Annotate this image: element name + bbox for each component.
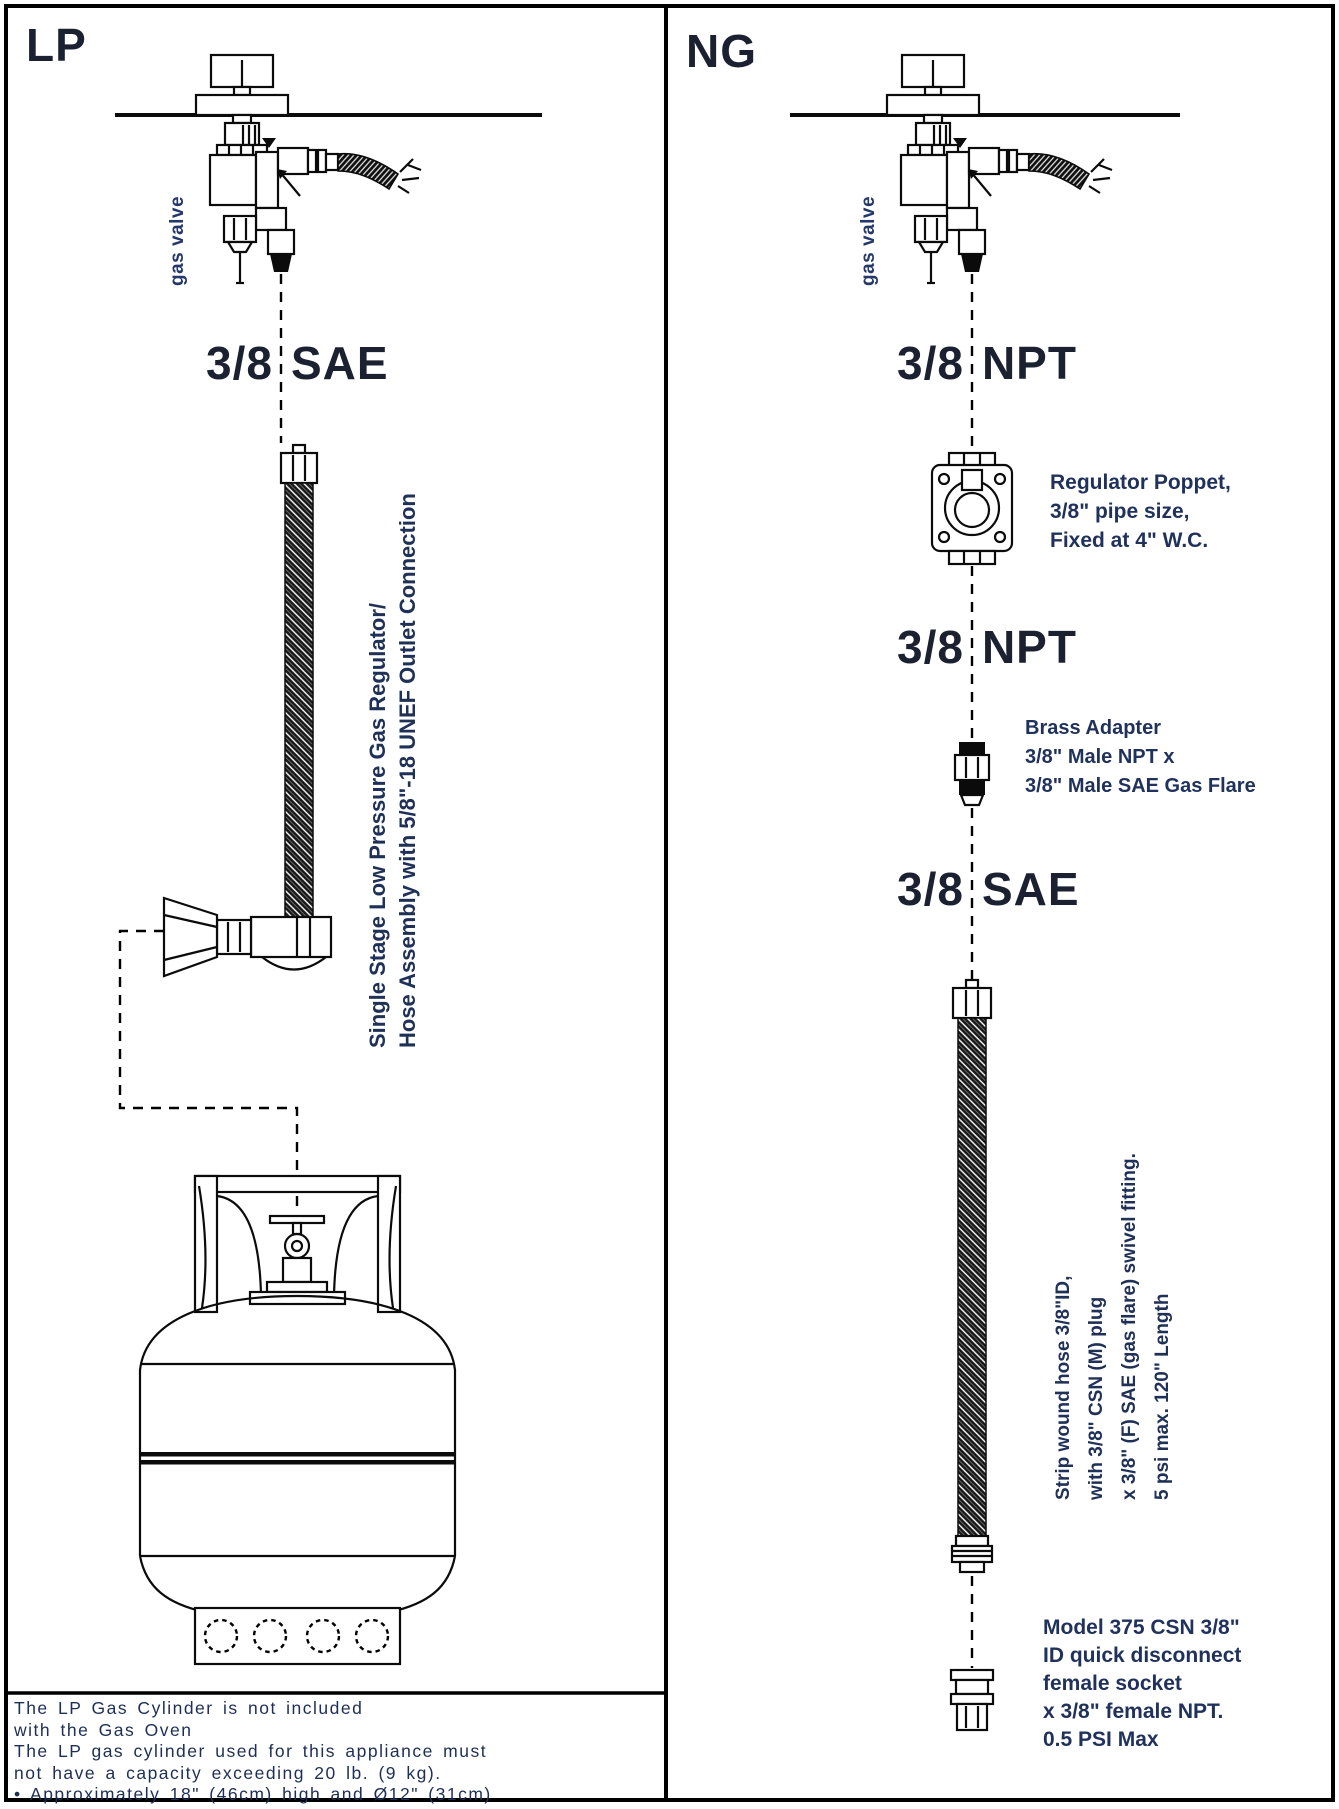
lp-hose-note-line1: Single Stage Low Pressure Gas Regulator/ bbox=[365, 602, 390, 1048]
lp-hose-note-line2: Hose Assembly with 5/8"-18 UNEF Outlet C… bbox=[395, 493, 420, 1048]
ng-npt1-fraction: 3/8 bbox=[897, 337, 964, 389]
ng-adapter-note-line1: Brass Adapter bbox=[1025, 717, 1161, 739]
ng-adapter-note-line2: 3/8" Male NPT x bbox=[1025, 746, 1175, 768]
ng-npt2-type: NPT bbox=[981, 621, 1077, 673]
ng-gas-valve-label: gas valve bbox=[858, 195, 879, 286]
ng-poppet-note-line2: 3/8" pipe size, bbox=[1050, 500, 1190, 523]
ng-regulator-poppet-drawing bbox=[930, 451, 1014, 566]
ng-brass-adapter-drawing bbox=[953, 742, 991, 807]
outer-border bbox=[4, 4, 1335, 1802]
lp-sae-fraction: 3/8 bbox=[206, 337, 273, 389]
ng-disconnect-note-line2: ID quick disconnect bbox=[1043, 1644, 1242, 1667]
ng-disconnect-note-line4: x 3/8" female NPT. bbox=[1043, 1700, 1224, 1723]
lp-sae-label: 3/8 SAE bbox=[206, 336, 389, 390]
ng-disconnect-note: Model 375 CSN 3/8" ID quick disconnect f… bbox=[1043, 1614, 1241, 1754]
ng-disconnect-note-line1: Model 375 CSN 3/8" bbox=[1043, 1616, 1240, 1639]
ng-sae-type: SAE bbox=[981, 863, 1080, 915]
ng-adapter-note-line3: 3/8" Male SAE Gas Flare bbox=[1025, 775, 1256, 797]
ng-npt-label-2: 3/8 NPT bbox=[897, 620, 1077, 674]
ng-poppet-note: Regulator Poppet, 3/8" pipe size, Fixed … bbox=[1050, 468, 1231, 555]
lp-cylinder-note-line5: • Approximately 18" (46cm) high and Ø12"… bbox=[14, 1784, 492, 1804]
lp-connector-dash-2 bbox=[118, 929, 299, 1214]
lp-regulator-drawing bbox=[162, 896, 333, 978]
ng-npt2-fraction: 3/8 bbox=[897, 621, 964, 673]
ng-gas-valve-drawing bbox=[885, 53, 1114, 285]
lp-sae-type: SAE bbox=[290, 337, 389, 389]
ng-hose-note-line2: with 3/8" CSN (M) plug bbox=[1086, 1296, 1107, 1500]
ng-sae-label: 3/8 SAE bbox=[897, 862, 1080, 916]
lp-hose-note: Single Stage Low Pressure Gas Regulator/… bbox=[363, 493, 423, 1048]
lp-gas-valve-label: gas valve bbox=[167, 195, 188, 286]
ng-poppet-note-line1: Regulator Poppet, bbox=[1050, 471, 1231, 494]
ng-npt-label-1: 3/8 NPT bbox=[897, 336, 1077, 390]
ng-hose-note-line4: 5 psi max. 120" Length bbox=[1152, 1293, 1173, 1500]
ng-quick-disconnect-drawing bbox=[949, 1668, 995, 1732]
lp-cylinder-note-line1: The LP Gas Cylinder is not included bbox=[14, 1698, 364, 1718]
lp-gas-valve-drawing bbox=[194, 53, 423, 285]
lp-cylinder-note-line4: not have a capacity exceeding 20 lb. (9 … bbox=[14, 1762, 442, 1783]
ng-hose-note-line1: Strip wound hose 3/8"ID, bbox=[1053, 1275, 1074, 1500]
ng-hose-note: Strip wound hose 3/8"ID, with 3/8" CSN (… bbox=[1047, 1153, 1179, 1500]
ng-disconnect-note-line5: 0.5 PSI Max bbox=[1043, 1728, 1159, 1751]
lp-cylinder-note-line2: with the Gas Oven bbox=[14, 1719, 193, 1740]
lp-cylinder-drawing bbox=[138, 1174, 457, 1666]
ng-hose-drawing bbox=[950, 978, 994, 1574]
ng-disconnect-note-line3: female socket bbox=[1043, 1672, 1182, 1695]
lp-hose-drawing bbox=[279, 443, 319, 918]
ng-adapter-note: Brass Adapter 3/8" Male NPT x 3/8" Male … bbox=[1025, 714, 1256, 801]
lp-cylinder-note: The LP Gas Cylinder is not included with… bbox=[14, 1698, 659, 1806]
ng-hose-note-line3: x 3/8" (F) SAE (gas flare) swivel fittin… bbox=[1119, 1153, 1140, 1500]
ng-sae-fraction: 3/8 bbox=[897, 863, 964, 915]
lp-panel-title: LP bbox=[26, 19, 87, 71]
ng-poppet-note-line3: Fixed at 4" W.C. bbox=[1050, 529, 1209, 552]
ng-npt1-type: NPT bbox=[981, 337, 1077, 389]
lp-cylinder-note-line3: The LP gas cylinder used for this applia… bbox=[14, 1741, 488, 1761]
ng-panel-title: NG bbox=[686, 25, 757, 77]
